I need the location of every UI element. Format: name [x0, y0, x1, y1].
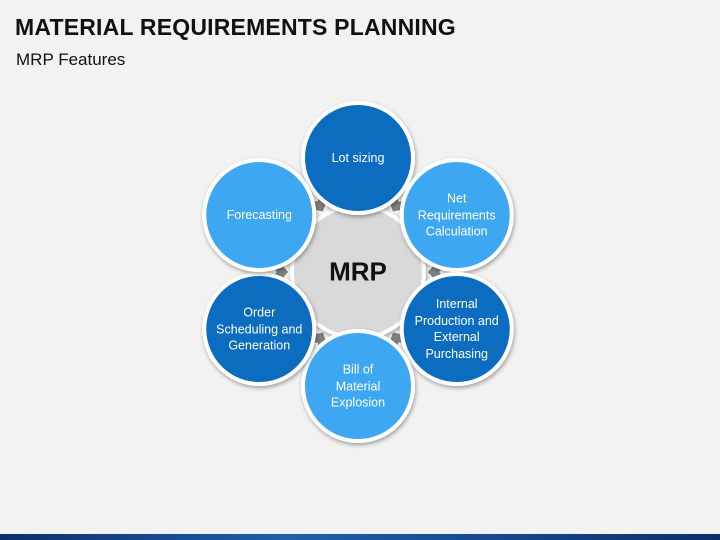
footer-bar	[0, 534, 720, 540]
node-label-internal-production: Internal Production and External Purchas…	[414, 297, 499, 361]
node-label-net-requirements: Net Requirements Calculation	[417, 191, 496, 239]
node-circle-net-requirements	[403, 162, 510, 268]
node-circle-internal-production	[403, 276, 510, 382]
node-label-order-scheduling: Order Scheduling and Generation	[216, 305, 303, 353]
center-node-label: MRP	[329, 256, 387, 287]
node-circle-bill-of-material	[305, 333, 411, 439]
node-circle-lot-sizing	[305, 105, 411, 211]
feature-nodes	[202, 101, 514, 443]
node-label-lot-sizing: Lot sizing	[331, 150, 385, 165]
node-circle-order-scheduling	[206, 276, 313, 382]
page-title: MATERIAL REQUIREMENTS PLANNING	[15, 14, 456, 40]
node-circle-forecasting	[206, 162, 313, 268]
node-label-bill-of-material: Bill of Material Explosion	[330, 362, 386, 410]
center-node	[290, 204, 426, 340]
node-label-forecasting: Forecasting	[226, 207, 292, 222]
center-node-circle	[294, 208, 422, 336]
page-subtitle: MRP Features	[16, 50, 126, 69]
